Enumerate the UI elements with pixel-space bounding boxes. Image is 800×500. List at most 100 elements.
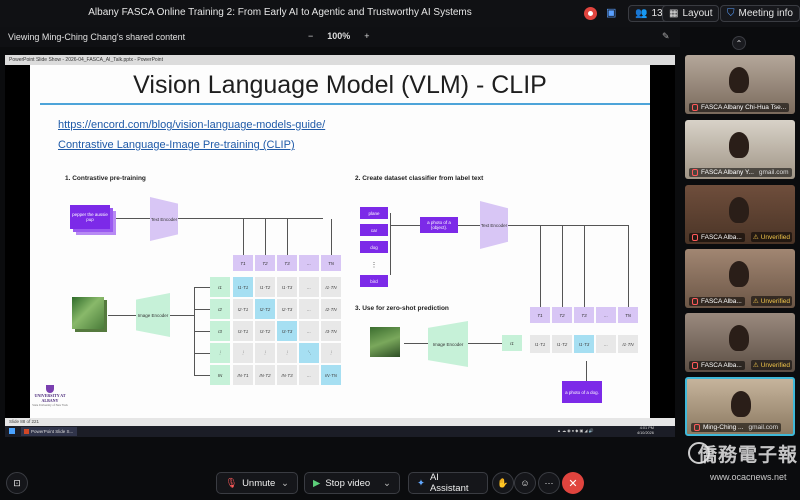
participant-name-bar: FASCA Alba...	[689, 233, 745, 242]
matrix-cell: IN·T1	[233, 365, 253, 385]
participant-name: FASCA Albany Y...	[701, 169, 754, 176]
record-icon[interactable]	[584, 7, 597, 20]
chevron-down-icon[interactable]: ⌄	[383, 477, 391, 489]
reactions-button[interactable]: ☺	[514, 472, 536, 494]
label-box: bird	[360, 275, 388, 287]
layout-icon: ▦	[669, 8, 679, 19]
zoom-in-button[interactable]: +	[364, 31, 370, 41]
ai-assistant-button[interactable]: ✦ AI Assistant	[408, 472, 488, 494]
ai-assistant-label: AI Assistant	[429, 472, 469, 494]
taskbar-app[interactable]: PowerPoint Slide S...	[21, 427, 77, 436]
section-zero-shot: 3. Use for zero-shot prediction	[355, 305, 449, 312]
image-token: IN	[210, 365, 230, 385]
mic-muted-icon	[692, 362, 698, 369]
participant-avatar	[729, 132, 749, 158]
template-box: a photo of a {object}.	[420, 217, 458, 233]
matrix-cell: I1·T1	[233, 277, 253, 297]
matrix-cell: ...	[299, 277, 319, 297]
stop-video-button[interactable]: ▶ Stop video ⌄	[304, 472, 400, 494]
participant-tile[interactable]: Ming-Ching ...gmail.com	[685, 377, 795, 436]
arrow	[108, 315, 136, 316]
leave-meeting-button[interactable]: ✕	[562, 472, 584, 494]
meeting-top-bar: Albany FASCA Online Training 2: From Ear…	[0, 0, 800, 27]
mic-muted-icon: 🎙	[225, 477, 238, 489]
annotate-icon[interactable]: ✎	[662, 31, 670, 41]
participant-sidebar: ⌃ FASCA Albany Chi-Hua Tse... FASCA Alban…	[680, 27, 800, 437]
arrow	[584, 225, 585, 307]
participant-name-bar: FASCA Alba...	[689, 361, 745, 370]
zs-text-token: ...	[596, 307, 616, 323]
text-token: T3	[277, 255, 297, 271]
matrix-cell: ⋮	[321, 343, 341, 363]
text-encoder: Text Encoder	[150, 197, 178, 241]
scroll-up-button[interactable]: ⌃	[732, 36, 746, 50]
arrow	[178, 218, 323, 219]
warning-icon: ⚠	[752, 298, 759, 305]
clip-link[interactable]: Contrastive Language-Image Pre-training …	[58, 139, 295, 151]
more-options-button[interactable]: ···	[538, 472, 560, 494]
meeting-info-button[interactable]: ⛉ Meeting info	[720, 5, 800, 22]
participant-avatar	[731, 391, 751, 417]
matrix-cell: ⋮	[233, 343, 253, 363]
share-screen-icon[interactable]: ▣	[606, 7, 617, 19]
participant-name-bar: FASCA Albany Chi-Hua Tse...	[689, 103, 790, 112]
encord-link[interactable]: https://encord.com/blog/vision-language-…	[58, 119, 326, 131]
mic-muted-icon	[694, 424, 700, 431]
shield-icon	[46, 385, 54, 393]
arrow	[390, 225, 420, 226]
captions-button[interactable]: ⊡	[6, 472, 28, 494]
meeting-controls: ⊡ 🎙 Unmute ⌄ ▶ Stop video ⌄ ✦ AI Assista…	[0, 460, 800, 500]
unverified-badge: ⚠Unverified	[750, 296, 792, 306]
matrix-cell: ...	[299, 299, 319, 319]
arrow	[194, 375, 210, 376]
participant-tile[interactable]: FASCA Albany Chi-Hua Tse...	[685, 55, 795, 114]
zs-score-cell: ...	[596, 335, 616, 353]
arrow	[331, 219, 332, 255]
watermark-url: www.ocacnews.net	[710, 472, 787, 482]
arrow	[508, 225, 628, 226]
watermark-icon	[688, 442, 710, 464]
text-token: T2	[255, 255, 275, 271]
watermark-logo: 僑務電子報 www.ocacnews.net	[688, 440, 798, 498]
zs-text-token: T2	[552, 307, 572, 323]
unmute-button[interactable]: 🎙 Unmute ⌄	[216, 472, 298, 494]
university-name: UNIVERSITY AT ALBANY	[34, 393, 66, 403]
watermark-text: 僑務電子報	[698, 444, 799, 466]
unverified-badge: ⚠Unverified	[750, 360, 792, 370]
emoji-icon: ☺	[520, 478, 530, 488]
image-token: ⋮	[210, 343, 230, 363]
arrow	[628, 225, 629, 307]
arrow	[458, 225, 480, 226]
slide-title: Vision Language Model (VLM) - CLIP	[133, 71, 547, 99]
matrix-cell: I2·TN	[321, 299, 341, 319]
matrix-cell: I1·TN	[321, 277, 341, 297]
zs-text-token: T1	[530, 307, 550, 323]
raise-hand-button[interactable]: ✋	[492, 472, 514, 494]
ualbany-logo: UNIVERSITY AT ALBANY State University of…	[32, 385, 68, 407]
warning-icon: ⚠	[752, 234, 759, 241]
participant-tile[interactable]: FASCA Alba... ⚠Unverified	[685, 313, 795, 372]
slide: Vision Language Model (VLM) - CLIP https…	[30, 65, 650, 418]
meeting-info-label: Meeting info	[738, 8, 793, 19]
arrow	[586, 361, 587, 381]
matrix-cell: IN·T3	[277, 365, 297, 385]
image-encoder-2: Image Encoder	[428, 321, 468, 367]
system-tray: ▲ ☁ ◉ ● ◆ ▣ ◢ 🔊	[557, 428, 594, 433]
dog-image	[72, 297, 104, 329]
zoom-out-button[interactable]: −	[308, 31, 314, 41]
zs-score-cell: I1·TN	[618, 335, 638, 353]
layout-button[interactable]: ▦ Layout	[662, 5, 720, 22]
title-rule	[40, 103, 650, 105]
more-icon: ···	[544, 478, 554, 488]
chevron-down-icon[interactable]: ⌄	[281, 477, 289, 489]
mic-muted-icon	[692, 104, 698, 111]
matrix-cell: IN·T2	[255, 365, 275, 385]
mic-muted-icon	[692, 234, 698, 241]
captions-icon: ⊡	[13, 477, 21, 488]
zs-text-token: T3	[574, 307, 594, 323]
participant-tile[interactable]: FASCA Alba...⚠Unverified	[685, 185, 795, 244]
participant-tile[interactable]: FASCA Albany Y... gmail.com	[685, 120, 795, 179]
windows-icon[interactable]	[9, 428, 15, 434]
participant-email: gmail.com	[758, 169, 789, 176]
participant-tile[interactable]: FASCA Alba...⚠Unverified	[685, 249, 795, 308]
